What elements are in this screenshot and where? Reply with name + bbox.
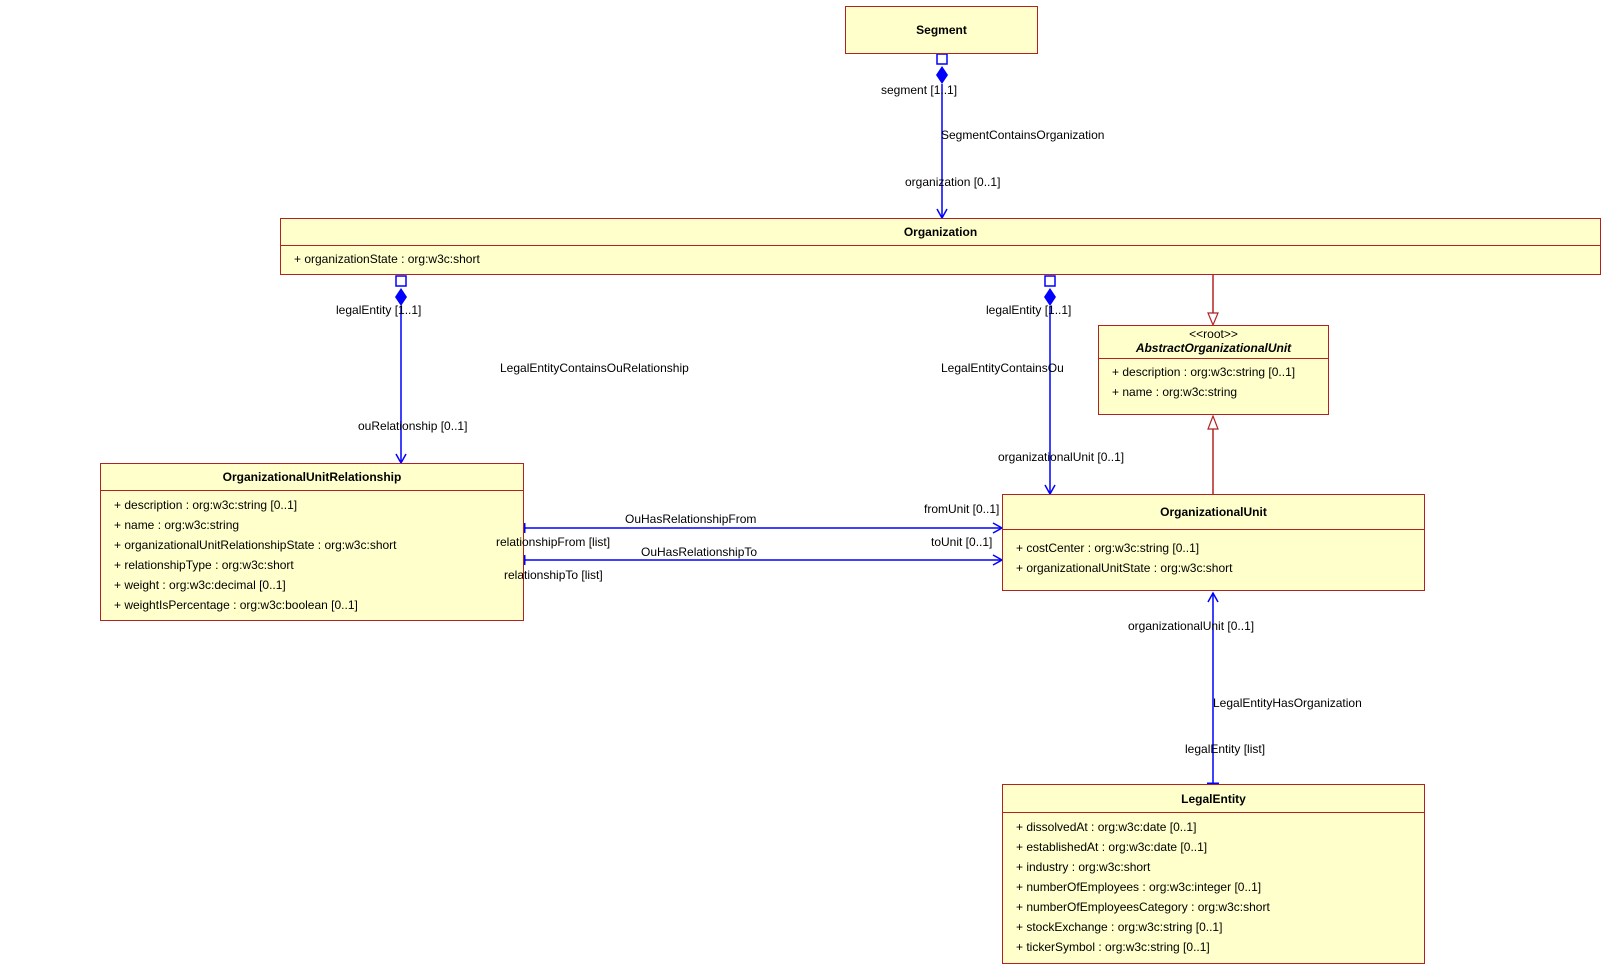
attribute: + organizationState : org:w3c:short	[294, 252, 480, 266]
class-attributes: + costCenter : org:w3c:string [0..1] + o…	[1003, 530, 1424, 578]
attribute: + organizationalUnitState : org:w3c:shor…	[1016, 561, 1233, 575]
class-header: <<root>> AbstractOrganizationalUnit	[1099, 326, 1328, 359]
class-organizational-unit-relationship[interactable]: OrganizationalUnitRelationship + descrip…	[100, 463, 524, 621]
class-name: Segment	[916, 23, 967, 37]
class-organizational-unit[interactable]: OrganizationalUnit + costCenter : org:w3…	[1002, 494, 1425, 591]
composition-diamond	[395, 288, 407, 306]
class-attributes: + dissolvedAt : org:w3c:date [0..1] + es…	[1003, 813, 1424, 957]
attribute: + establishedAt : org:w3c:date [0..1]	[1016, 840, 1208, 854]
role-label: ouRelationship [0..1]	[358, 419, 468, 433]
association-name: OuHasRelationshipTo	[641, 545, 758, 559]
role-label: organization [0..1]	[905, 175, 1001, 189]
role-label: toUnit [0..1]	[931, 535, 993, 549]
attribute: + dissolvedAt : org:w3c:date [0..1]	[1016, 820, 1197, 834]
class-name: LegalEntity	[1181, 791, 1246, 806]
class-name: Organization	[903, 225, 978, 239]
attribute: + weight : org:w3c:decimal [0..1]	[114, 578, 286, 592]
assoc-legal-entity-contains-ou-relationship[interactable]	[395, 275, 407, 465]
association-name: LegalEntityContainsOu	[941, 361, 1064, 375]
attribute: + stockExchange : org:w3c:string [0..1]	[1016, 920, 1223, 934]
class-header: OrganizationalUnit	[1003, 495, 1424, 530]
role-label: fromUnit [0..1]	[924, 502, 1000, 516]
class-name: OrganizationalUnit	[1160, 505, 1267, 519]
class-segment[interactable]: Segment	[845, 6, 1038, 54]
assoc-ou-has-relationship-from[interactable]	[522, 522, 1004, 534]
generalization-organization[interactable]	[1207, 275, 1219, 327]
attribute: + organizationalUnitRelationshipState : …	[114, 538, 397, 552]
attribute: + name : org:w3c:string	[114, 518, 240, 532]
assoc-legal-entity-contains-ou[interactable]	[1044, 275, 1056, 496]
assoc-ou-has-relationship-to[interactable]	[522, 554, 1004, 566]
class-header: LegalEntity	[1003, 785, 1424, 813]
role-label: segment [1..1]	[881, 83, 958, 97]
attribute: + numberOfEmployees : org:w3c:integer [0…	[1016, 880, 1262, 894]
class-legal-entity[interactable]: LegalEntity + dissolvedAt : org:w3c:date…	[1002, 784, 1425, 964]
class-attributes: + description : org:w3c:string [0..1] + …	[101, 491, 523, 615]
association-end-square	[1044, 275, 1056, 287]
class-attributes: + organizationState : org:w3c:short	[281, 246, 1600, 269]
role-label: legalEntity [1..1]	[986, 303, 1072, 317]
attribute: + description : org:w3c:string [0..1]	[114, 498, 298, 512]
class-header: Segment	[846, 7, 1037, 53]
association-name: SegmentContainsOrganization	[941, 128, 1105, 142]
attribute: + industry : org:w3c:short	[1016, 860, 1151, 874]
attribute: + tickerSymbol : org:w3c:string [0..1]	[1016, 940, 1210, 954]
class-name: OrganizationalUnitRelationship	[222, 470, 402, 484]
assoc-segment-contains-organization[interactable]	[936, 53, 948, 220]
association-name: LegalEntityContainsOuRelationship	[500, 361, 689, 375]
role-label: organizationalUnit [0..1]	[1128, 619, 1255, 633]
composition-diamond	[936, 66, 948, 84]
role-label: legalEntity [list]	[1185, 742, 1266, 756]
role-label: organizationalUnit [0..1]	[998, 450, 1125, 464]
attribute: + costCenter : org:w3c:string [0..1]	[1016, 541, 1200, 555]
class-name: AbstractOrganizationalUnit	[1135, 341, 1292, 355]
role-label: relationshipTo [list]	[504, 568, 603, 582]
class-attributes: + description : org:w3c:string [0..1] + …	[1099, 359, 1328, 402]
class-header: Organization	[281, 219, 1600, 246]
generalization-triangle	[1207, 414, 1219, 430]
composition-diamond	[1044, 288, 1056, 306]
association-name: OuHasRelationshipFrom	[625, 512, 757, 526]
association-name: LegalEntityHasOrganization	[1213, 696, 1362, 710]
role-label: relationshipFrom [list]	[496, 535, 611, 549]
association-end-square	[395, 275, 407, 287]
attribute: + description : org:w3c:string [0..1]	[1112, 365, 1296, 379]
generalization-organizational-unit[interactable]	[1207, 414, 1219, 494]
stereotype: <<root>>	[1189, 327, 1238, 341]
class-abstract-organizational-unit[interactable]: <<root>> AbstractOrganizationalUnit + de…	[1098, 325, 1329, 415]
attribute: + relationshipType : org:w3c:short	[114, 558, 294, 572]
class-header: OrganizationalUnitRelationship	[101, 464, 523, 491]
class-organization[interactable]: Organization + organizationState : org:w…	[280, 218, 1601, 275]
role-label: legalEntity [1..1]	[336, 303, 422, 317]
attribute: + weightIsPercentage : org:w3c:boolean […	[114, 598, 358, 612]
generalization-triangle	[1207, 312, 1219, 327]
attribute: + numberOfEmployeesCategory : org:w3c:sh…	[1016, 900, 1270, 914]
attribute: + name : org:w3c:string	[1112, 385, 1238, 399]
association-end-square	[936, 53, 948, 65]
